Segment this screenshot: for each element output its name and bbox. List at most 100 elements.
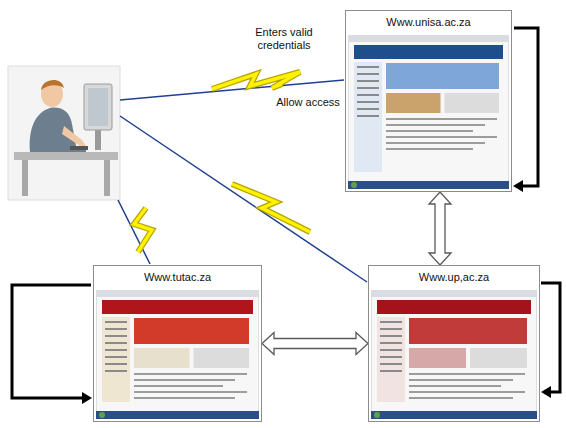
text-line: [134, 391, 247, 393]
text-line: [134, 397, 235, 399]
menu-line: [380, 342, 402, 344]
menu-line: [380, 349, 402, 351]
menu-line: [105, 328, 127, 330]
menu-line: [105, 349, 127, 351]
person-body: [30, 108, 86, 152]
site-banner: [409, 318, 527, 344]
site-sidebar: [354, 62, 382, 172]
content-block: [470, 348, 527, 368]
menu-line: [357, 73, 379, 75]
lightning-bolt: [212, 72, 300, 89]
annotation-label: Enters valid credentials: [244, 26, 324, 52]
taskbar: [348, 181, 509, 189]
menu-line: [357, 108, 379, 110]
menu-line: [357, 80, 379, 82]
site-header: [102, 300, 253, 314]
site-header: [354, 45, 503, 59]
lightning-bolt: [212, 72, 300, 89]
website-window: Www.up,ac.za: [368, 265, 540, 422]
loop-arrow: [514, 28, 538, 186]
keyboard: [70, 146, 88, 150]
double-arrow-connector: [429, 192, 451, 265]
start-button: [374, 412, 380, 418]
text-line: [134, 379, 235, 381]
site-sidebar: [377, 317, 405, 402]
annotation-label: Allow access: [274, 96, 342, 109]
photo-frame: [8, 66, 120, 200]
menu-line: [380, 363, 402, 365]
user-illustration: [8, 66, 120, 200]
text-line: [386, 124, 485, 126]
monitor-stand: [95, 130, 101, 150]
arrow-head: [82, 392, 92, 404]
menu-line: [380, 321, 402, 323]
loop-arrow: [12, 285, 91, 398]
network-links: [118, 80, 367, 282]
lightning-bolt: [232, 184, 310, 232]
browser-toolbar: [371, 290, 537, 297]
menu-line: [380, 335, 402, 337]
menu-line: [105, 335, 127, 337]
person-arm: [62, 126, 86, 146]
text-line: [409, 379, 513, 381]
site-banner: [134, 318, 249, 344]
monitor-screen: [88, 88, 108, 126]
text-line: [386, 148, 473, 150]
lightning-bolt: [232, 184, 310, 232]
arrow-head: [541, 386, 551, 398]
start-button: [351, 182, 357, 188]
desk-leg: [22, 160, 28, 196]
content-block: [409, 348, 466, 368]
menu-line: [380, 370, 402, 372]
text-line: [409, 397, 513, 399]
text-line: [386, 136, 497, 138]
monitor: [84, 84, 112, 130]
arrow-head: [513, 180, 523, 192]
lightning-bolt: [134, 208, 152, 252]
menu-line: [357, 115, 379, 117]
loop-arrow: [541, 283, 560, 392]
text-line: [409, 391, 525, 393]
url-title: Www.up,ac.za: [369, 266, 539, 289]
browser-frame: [96, 290, 259, 419]
menu-line: [357, 94, 379, 96]
browser-frame: [371, 290, 537, 419]
url-title: Www.tutac.za: [94, 266, 261, 289]
menu-line: [380, 328, 402, 330]
website-window: Www.unisa.ac.za: [345, 10, 512, 192]
taskbar: [371, 411, 537, 419]
site-header: [377, 300, 531, 314]
link-line: [120, 116, 367, 282]
text-line: [409, 385, 501, 387]
content-block: [134, 348, 190, 368]
desk-leg: [104, 160, 110, 196]
menu-line: [105, 356, 127, 358]
menu-line: [357, 66, 379, 68]
content-block: [445, 93, 500, 113]
person-hair: [41, 80, 64, 90]
text-line: [386, 142, 485, 144]
site-sidebar: [102, 317, 130, 402]
text-line: [386, 130, 473, 132]
menu-line: [357, 101, 379, 103]
text-line: [386, 118, 497, 120]
url-title: Www.unisa.ac.za: [346, 11, 511, 34]
browser-toolbar: [96, 290, 259, 297]
menu-line: [357, 87, 379, 89]
menu-line: [105, 321, 127, 323]
browser-toolbar: [348, 35, 509, 42]
desk: [14, 152, 118, 160]
menu-line: [105, 342, 127, 344]
page-screenshot: [371, 290, 537, 419]
text-line: [134, 385, 223, 387]
menu-line: [105, 363, 127, 365]
start-button: [99, 412, 105, 418]
taskbar: [96, 411, 259, 419]
site-banner: [386, 63, 499, 89]
content-block: [194, 348, 250, 368]
browser-frame: [348, 35, 509, 189]
text-line: [134, 373, 247, 375]
text-line: [409, 373, 525, 375]
lightning-bolt: [134, 208, 152, 252]
